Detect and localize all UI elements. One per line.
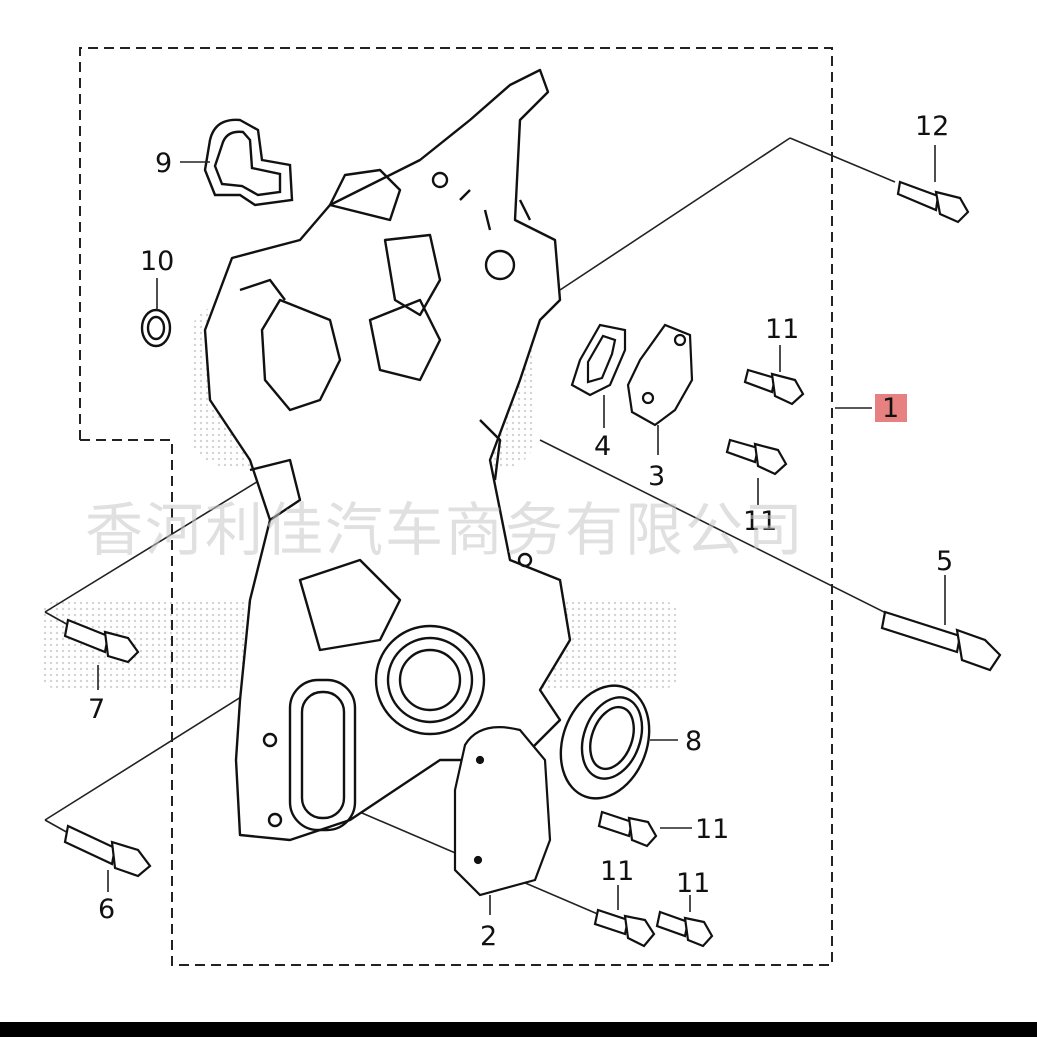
bolt-11-a — [743, 368, 805, 406]
callout-6: 6 — [98, 894, 115, 925]
callout-11-e: 11 — [676, 868, 710, 899]
callout-8: 8 — [685, 726, 702, 757]
callout-11-d: 11 — [600, 856, 634, 887]
watermark-text: 香河利佳汽车商务有限公司 — [85, 496, 805, 564]
front-cover — [203, 68, 572, 842]
part-bracket — [626, 323, 694, 427]
bottom-bar — [0, 1022, 1037, 1037]
callout-highlight — [875, 394, 907, 422]
bolts — [63, 180, 1002, 948]
callout-2: 2 — [480, 921, 497, 952]
callout-11-c: 11 — [695, 814, 729, 845]
part-oil-seal — [559, 684, 651, 800]
part-sensor-gasket — [570, 323, 627, 397]
bolt-6 — [63, 824, 152, 878]
bolt-11-e — [655, 910, 714, 948]
part-o-ring — [140, 308, 172, 348]
callout-11-b: 11 — [743, 506, 777, 537]
bolt-7 — [63, 618, 140, 664]
callout-4: 4 — [594, 431, 611, 462]
callout-leaders — [97, 145, 946, 915]
bolt-11-d — [593, 908, 656, 948]
assembly-boundary — [79, 47, 833, 966]
callout-labels: 1 2 3 4 5 6 7 8 9 10 11 11 11 11 11 12 — [88, 111, 953, 952]
callout-5: 5 — [936, 546, 953, 577]
callout-11-a: 11 — [765, 314, 799, 345]
bolt-11-b — [725, 438, 788, 476]
callout-3: 3 — [648, 461, 665, 492]
callout-12: 12 — [915, 111, 949, 142]
part-cover-plate — [453, 726, 552, 897]
bolt-5 — [880, 610, 1002, 672]
callout-1: 1 — [882, 393, 899, 424]
callout-10: 10 — [140, 246, 174, 277]
callout-7: 7 — [88, 694, 105, 725]
bolt-11-c — [597, 810, 658, 848]
part-gasket — [203, 118, 294, 207]
callout-9: 9 — [155, 148, 172, 179]
bolt-12 — [896, 180, 970, 224]
